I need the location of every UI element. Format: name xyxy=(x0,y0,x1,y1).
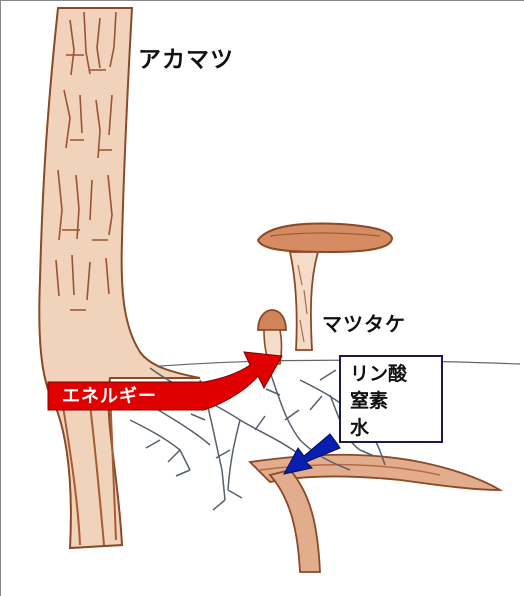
ground-line xyxy=(110,360,520,370)
matsutake-mushroom xyxy=(258,224,392,364)
nutrient-box: リン酸 窒素 水 xyxy=(339,355,443,443)
label-nitrogen: 窒素 xyxy=(350,388,441,415)
label-energy: エネルギー xyxy=(62,382,202,412)
label-red-pine: アカマツ xyxy=(138,40,234,74)
label-water: 水 xyxy=(350,415,441,442)
label-phosphoric-acid: リン酸 xyxy=(350,361,441,388)
pine-tree-trunk xyxy=(39,8,200,548)
label-matsutake: マツタケ xyxy=(322,308,406,337)
